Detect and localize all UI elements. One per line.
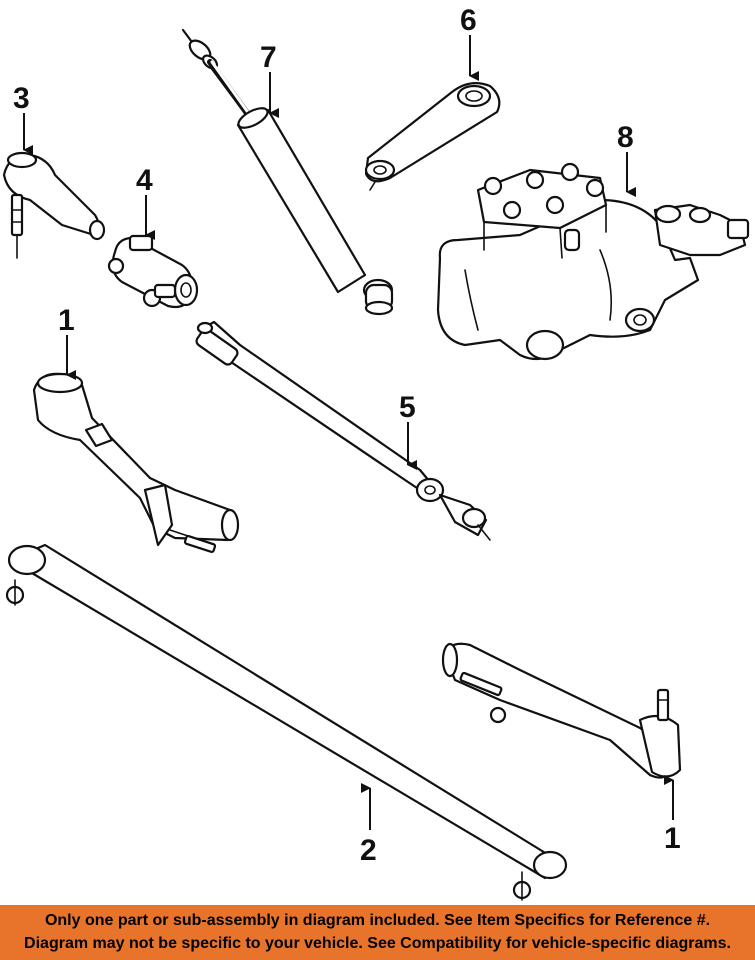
pitman-arm-part-6: [364, 81, 501, 191]
callout-5: 5: [399, 391, 416, 424]
callout-2: 2: [360, 834, 377, 867]
steering-damper-part-7: [181, 28, 394, 316]
callout-6: 6: [460, 4, 477, 37]
disclaimer-line-2: Diagram may not be specific to your vehi…: [24, 935, 731, 952]
adjusting-sleeve-part-4: [107, 234, 199, 309]
disclaimer-banner: Only one part or sub-assembly in diagram…: [0, 905, 755, 960]
callout-4: 4: [136, 164, 153, 197]
tie-rod-end-part-3: [2, 151, 106, 259]
steering-gear-box-part-8: [436, 162, 750, 361]
tie-rod-end-part-1-left: [32, 372, 240, 554]
callout-7: 7: [260, 41, 277, 74]
steering-parts-diagram: 3 4 7 6 8 1 5 2 1: [2, 4, 750, 901]
callout-1a: 1: [58, 304, 75, 337]
callout-8: 8: [617, 121, 634, 154]
callout-3: 3: [13, 82, 30, 115]
tie-rod-part-2: [5, 543, 568, 901]
disclaimer-line-1: Only one part or sub-assembly in diagram…: [44, 912, 711, 929]
callout-1b: 1: [664, 822, 681, 855]
tie-rod-end-part-1-right: [441, 642, 682, 779]
drag-link-part-5: [195, 320, 491, 541]
